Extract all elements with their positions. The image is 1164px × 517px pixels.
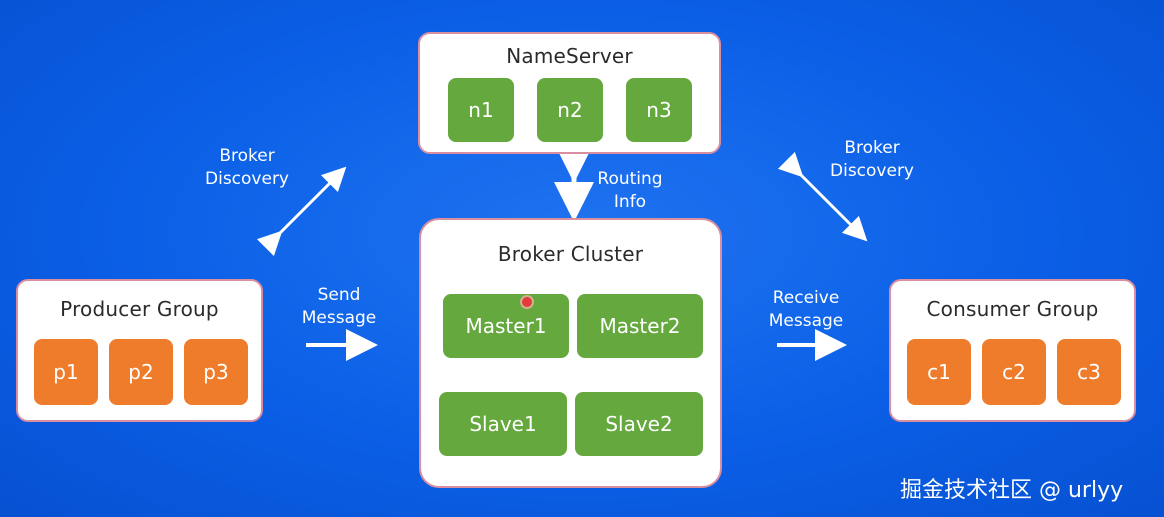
broker-discovery-left-line1: Broker (219, 146, 275, 166)
broker-cluster-panel: Broker Cluster Master1 Master2 Slave1 Sl… (419, 218, 722, 488)
producer-node-p3: p3 (184, 339, 248, 405)
nameserver-node-n1: n1 (448, 78, 514, 142)
nameserver-panel: NameServer n1 n2 n3 (418, 32, 721, 154)
nameserver-title: NameServer (506, 44, 633, 68)
broker-discovery-left-line2: Discovery (205, 169, 289, 189)
receive-message-label: Receive Message (760, 287, 852, 333)
send-message-label: Send Message (295, 284, 383, 330)
receive-message-line1: Receive (772, 288, 840, 308)
producer-node-p2: p2 (109, 339, 173, 405)
send-message-line1: Send (317, 285, 361, 305)
broker-slave1: Slave1 (439, 392, 567, 456)
broker-discovery-left-label: Broker Discovery (199, 145, 295, 191)
producer-group-panel: Producer Group p1 p2 p3 (16, 279, 263, 422)
consumer-group-panel: Consumer Group c1 c2 c3 (889, 279, 1136, 422)
consumer-node-c3: c3 (1057, 339, 1121, 405)
producer-node-p1: p1 (34, 339, 98, 405)
send-message-line2: Message (301, 308, 377, 328)
consumer-node-c2: c2 (982, 339, 1046, 405)
nameserver-node-n2: n2 (537, 78, 603, 142)
broker-discovery-right-line1: Broker (844, 138, 900, 158)
routing-info-line2: Info (613, 192, 647, 212)
consumer-node-c1: c1 (907, 339, 971, 405)
nameserver-node-n3: n3 (626, 78, 692, 142)
broker-cluster-title: Broker Cluster (497, 242, 644, 266)
watermark-text: 掘金技术社区 @ urlyy (900, 478, 1124, 503)
broker-discovery-right-arrow (777, 151, 868, 242)
broker-discovery-right-label: Broker Discovery (824, 137, 920, 183)
receive-message-line2: Message (768, 311, 844, 331)
routing-info-label: Routing Info (590, 168, 670, 214)
producer-group-title: Producer Group (60, 297, 219, 321)
broker-master1: Master1 (443, 294, 569, 358)
broker-slave2: Slave2 (575, 392, 703, 456)
broker-master2: Master2 (577, 294, 703, 358)
routing-info-line1: Routing (597, 169, 663, 189)
broker-discovery-left-arrow (256, 166, 347, 257)
consumer-group-title: Consumer Group (926, 297, 1099, 321)
broker-discovery-right-line2: Discovery (830, 161, 914, 181)
cursor-dot (522, 297, 532, 307)
